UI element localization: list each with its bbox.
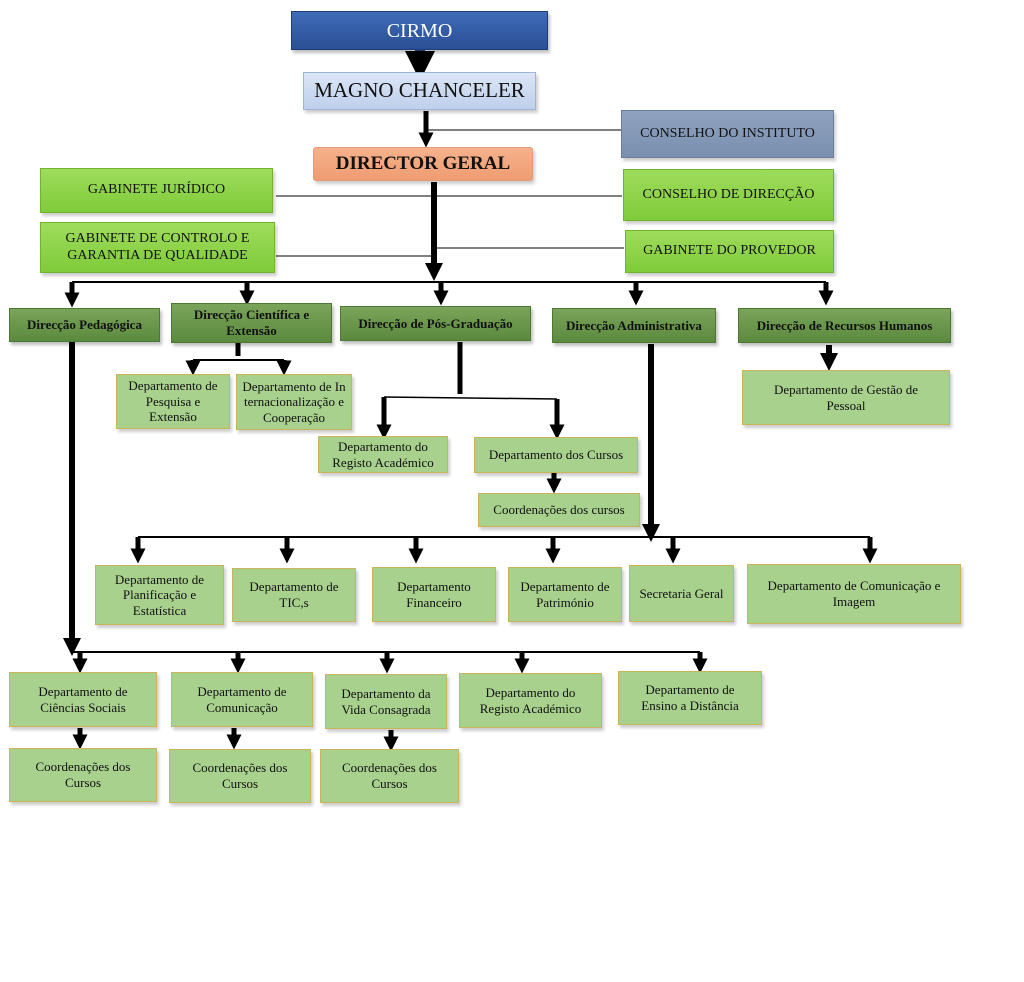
dept-internacionalizacao-box: Departamento de Internacionalização e Co…: [236, 374, 352, 430]
direccao-pedagogica-box: Direcção Pedagógica: [9, 308, 160, 342]
dept-tic-box: Departamento de TIC,s: [232, 568, 356, 622]
dept-cursos-box: Departamento dos Cursos: [474, 437, 638, 473]
direccao-pos-graduacao-box: Direcção de Pós-Graduação: [340, 306, 531, 341]
coordenacoes-cursos-3-box: Coordenações dos Cursos: [320, 749, 459, 803]
dept-comunicacao-box: Departamento de Comunicação: [171, 672, 313, 727]
director-geral-box: DIRECTOR GERAL: [313, 147, 533, 181]
conselho-instituto-box: CONSELHO DO INSTITUTO: [621, 110, 834, 158]
gabinete-provedor-box: GABINETE DO PROVEDOR: [625, 230, 834, 273]
magno-chanceler-box: MAGNO CHANCELER: [303, 72, 536, 110]
direccao-administrativa-box: Direcção Administrativa: [552, 308, 716, 343]
gabinete-controlo-box: GABINETE DE CONTROLO E GARANTIA DE QUALI…: [40, 222, 275, 273]
coordenacoes-cursos-pos-box: Coordenações dos cursos: [478, 493, 640, 527]
secretaria-geral-box: Secretaria Geral: [629, 565, 734, 622]
dept-registo-academico-ped-box: Departamento do Registo Académico: [459, 673, 602, 728]
dept-patrimonio-box: Departamento de Património: [508, 567, 622, 622]
dept-pesquisa-extensao-box: Departamento de Pesquisa e Extensão: [116, 374, 230, 429]
dept-ciencias-sociais-box: Departamento de Ciências Sociais: [9, 672, 157, 727]
coordenacoes-cursos-1-box: Coordenações dos Cursos: [9, 748, 157, 802]
cirmo-box: CIRMO: [291, 11, 548, 50]
dept-vida-consagrada-box: Departamento da Vida Consagrada: [325, 674, 447, 729]
gabinete-juridico-box: GABINETE JURÍDICO: [40, 168, 273, 213]
dept-comunicacao-imagem-box: Departamento de Comunicação e Imagem: [747, 564, 961, 624]
coordenacoes-cursos-2-box: Coordenações dos Cursos: [169, 749, 311, 803]
direccao-recursos-humanos-box: Direcção de Recursos Humanos: [738, 308, 951, 343]
dept-gestao-pessoal-box: Departamento de Gestão de Pessoal: [742, 370, 950, 425]
conselho-direccao-box: CONSELHO DE DIRECÇÃO: [623, 169, 834, 221]
dept-registo-academico-pos-box: Departamento do Registo Académico: [318, 436, 448, 473]
dept-ensino-distancia-box: Departamento de Ensino a Distância: [618, 671, 762, 725]
direccao-cientifica-box: Direcção Científica e Extensão: [171, 303, 332, 343]
dept-planificacao-box: Departamento de Planificação e Estatísti…: [95, 565, 224, 625]
dept-financeiro-box: Departamento Financeiro: [372, 567, 496, 622]
